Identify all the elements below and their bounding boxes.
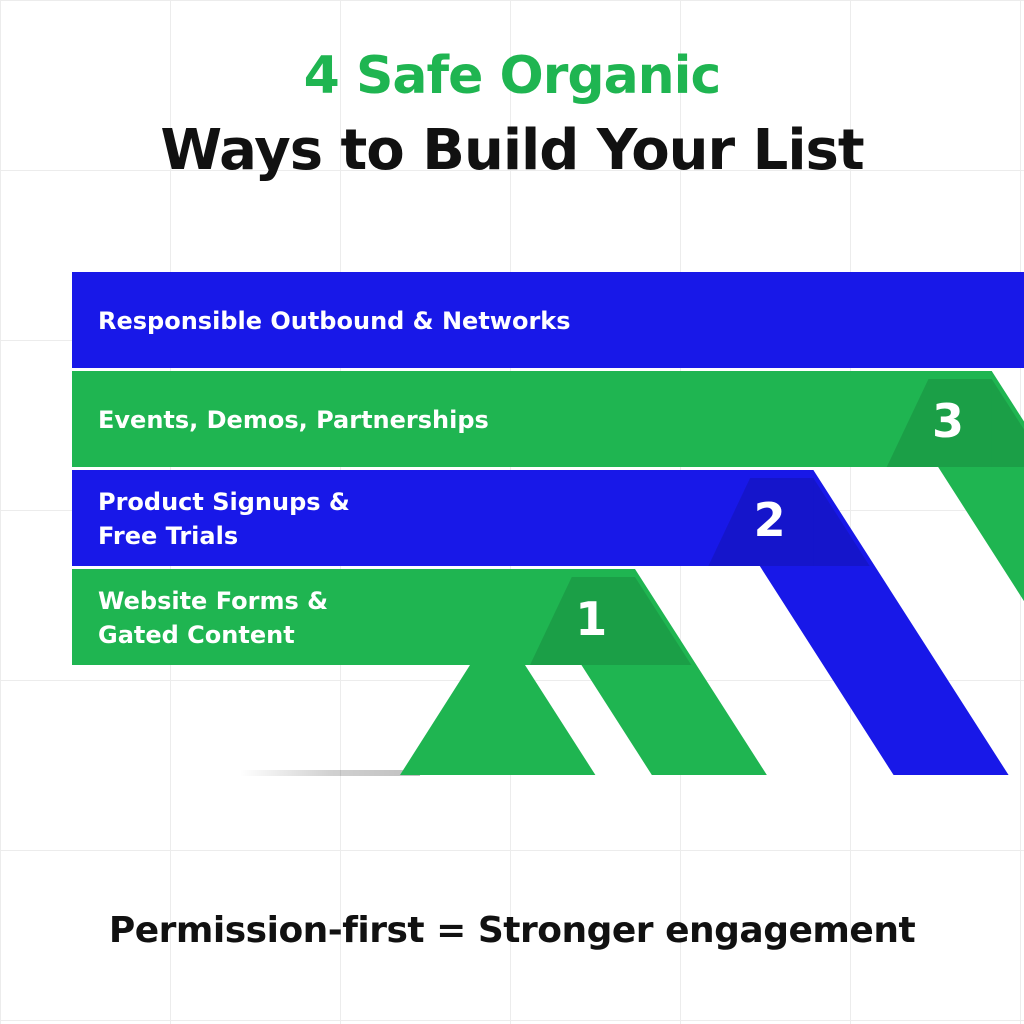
step-number-3: 3 — [932, 394, 964, 448]
step-label-2-line-1: Product Signups & — [98, 488, 350, 516]
step-bar-4 — [72, 272, 1024, 368]
footer-tagline: Permission-first = Stronger engagement — [108, 910, 916, 951]
step-label-4-line-1: Responsible Outbound & Networks — [98, 307, 571, 335]
step-label-3-line-1: Events, Demos, Partnerships — [98, 406, 489, 434]
title-line-2: Ways to Build Your List — [160, 118, 864, 183]
step-bar-3 — [72, 371, 992, 467]
step-label-2-line-2: Free Trials — [98, 522, 238, 550]
step-bar-2 — [72, 470, 814, 566]
base-triangle — [400, 665, 596, 775]
step-number-2: 2 — [754, 493, 786, 547]
step-label-1-line-2: Gated Content — [98, 621, 295, 649]
step-number-1: 1 — [575, 592, 607, 646]
step-number-shade-2 — [708, 478, 870, 566]
title-line-1: 4 Safe Organic — [303, 46, 722, 106]
step-bar-1 — [72, 569, 635, 665]
ground-shadow — [240, 770, 420, 776]
step-number-shade-1 — [530, 577, 692, 665]
step-number-shade-3 — [886, 379, 1024, 467]
step-bars: 4Responsible Outbound & Networks3Events,… — [72, 272, 1024, 665]
step-label-1-line-1: Website Forms & — [98, 587, 328, 615]
